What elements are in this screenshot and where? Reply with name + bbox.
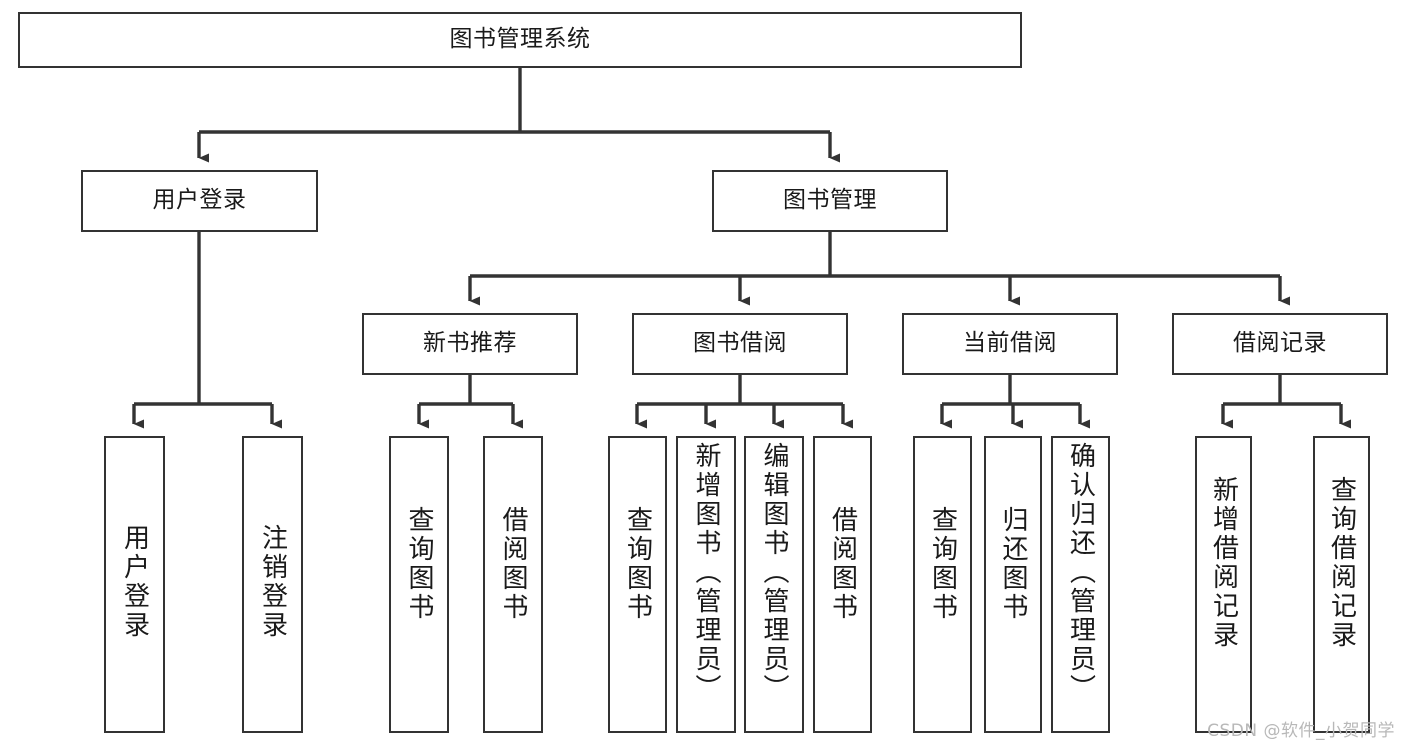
node-label: 借阅图书 bbox=[498, 506, 528, 622]
leaf-lend-book[interactable]: 借阅图书 bbox=[813, 436, 872, 733]
node-label: 图书借阅 bbox=[693, 330, 787, 357]
node-label: 新增借阅记录 bbox=[1208, 476, 1239, 650]
leaf-logout[interactable]: 注销登录 bbox=[242, 436, 303, 733]
node-label: 查询图书 bbox=[622, 506, 653, 622]
node-label: 用户登录 bbox=[152, 187, 247, 214]
node-book-borrowing[interactable]: 图书借阅 bbox=[632, 313, 848, 375]
node-root-book-management-system[interactable]: 图书管理系统 bbox=[18, 12, 1022, 68]
leaf-confirm-return-admin[interactable]: 确认归还（管理员） bbox=[1051, 436, 1110, 733]
node-label: 归还图书 bbox=[998, 506, 1028, 622]
node-label: 借阅图书 bbox=[827, 506, 858, 622]
leaf-query-borrow-record[interactable]: 查询借阅记录 bbox=[1313, 436, 1370, 733]
leaf-borrow-book-newbook[interactable]: 借阅图书 bbox=[483, 436, 543, 733]
leaf-query-book-current[interactable]: 查询图书 bbox=[913, 436, 972, 733]
node-label: 查询图书 bbox=[404, 506, 434, 622]
leaf-add-borrow-record[interactable]: 新增借阅记录 bbox=[1195, 436, 1252, 733]
node-label: 编辑图书（管理员） bbox=[759, 442, 789, 703]
node-user-login[interactable]: 用户登录 bbox=[81, 170, 318, 232]
node-label: 图书管理系统 bbox=[449, 26, 591, 53]
node-current-borrowing[interactable]: 当前借阅 bbox=[902, 313, 1118, 375]
node-label: 确认归还（管理员） bbox=[1065, 442, 1096, 703]
leaf-query-book-borrow[interactable]: 查询图书 bbox=[608, 436, 667, 733]
node-book-management[interactable]: 图书管理 bbox=[712, 170, 948, 232]
leaf-user-login[interactable]: 用户登录 bbox=[104, 436, 165, 733]
leaf-edit-book-admin[interactable]: 编辑图书（管理员） bbox=[744, 436, 804, 733]
node-label: 借阅记录 bbox=[1233, 330, 1327, 357]
node-label: 图书管理 bbox=[783, 187, 877, 214]
node-label: 新增图书（管理员） bbox=[691, 442, 721, 703]
node-label: 查询借阅记录 bbox=[1326, 476, 1357, 650]
node-label: 当前借阅 bbox=[963, 330, 1057, 357]
node-label: 查询图书 bbox=[927, 506, 958, 622]
node-label: 新书推荐 bbox=[423, 330, 517, 357]
leaf-query-book-newbook[interactable]: 查询图书 bbox=[389, 436, 449, 733]
node-label: 用户登录 bbox=[119, 524, 150, 640]
node-new-book-recommendation[interactable]: 新书推荐 bbox=[362, 313, 578, 375]
node-label: 注销登录 bbox=[257, 524, 288, 640]
leaf-return-book[interactable]: 归还图书 bbox=[984, 436, 1042, 733]
leaf-add-book-admin[interactable]: 新增图书（管理员） bbox=[676, 436, 736, 733]
csdn-watermark: CSDN @软件_小贺同学 bbox=[1207, 721, 1395, 741]
node-borrow-records[interactable]: 借阅记录 bbox=[1172, 313, 1388, 375]
